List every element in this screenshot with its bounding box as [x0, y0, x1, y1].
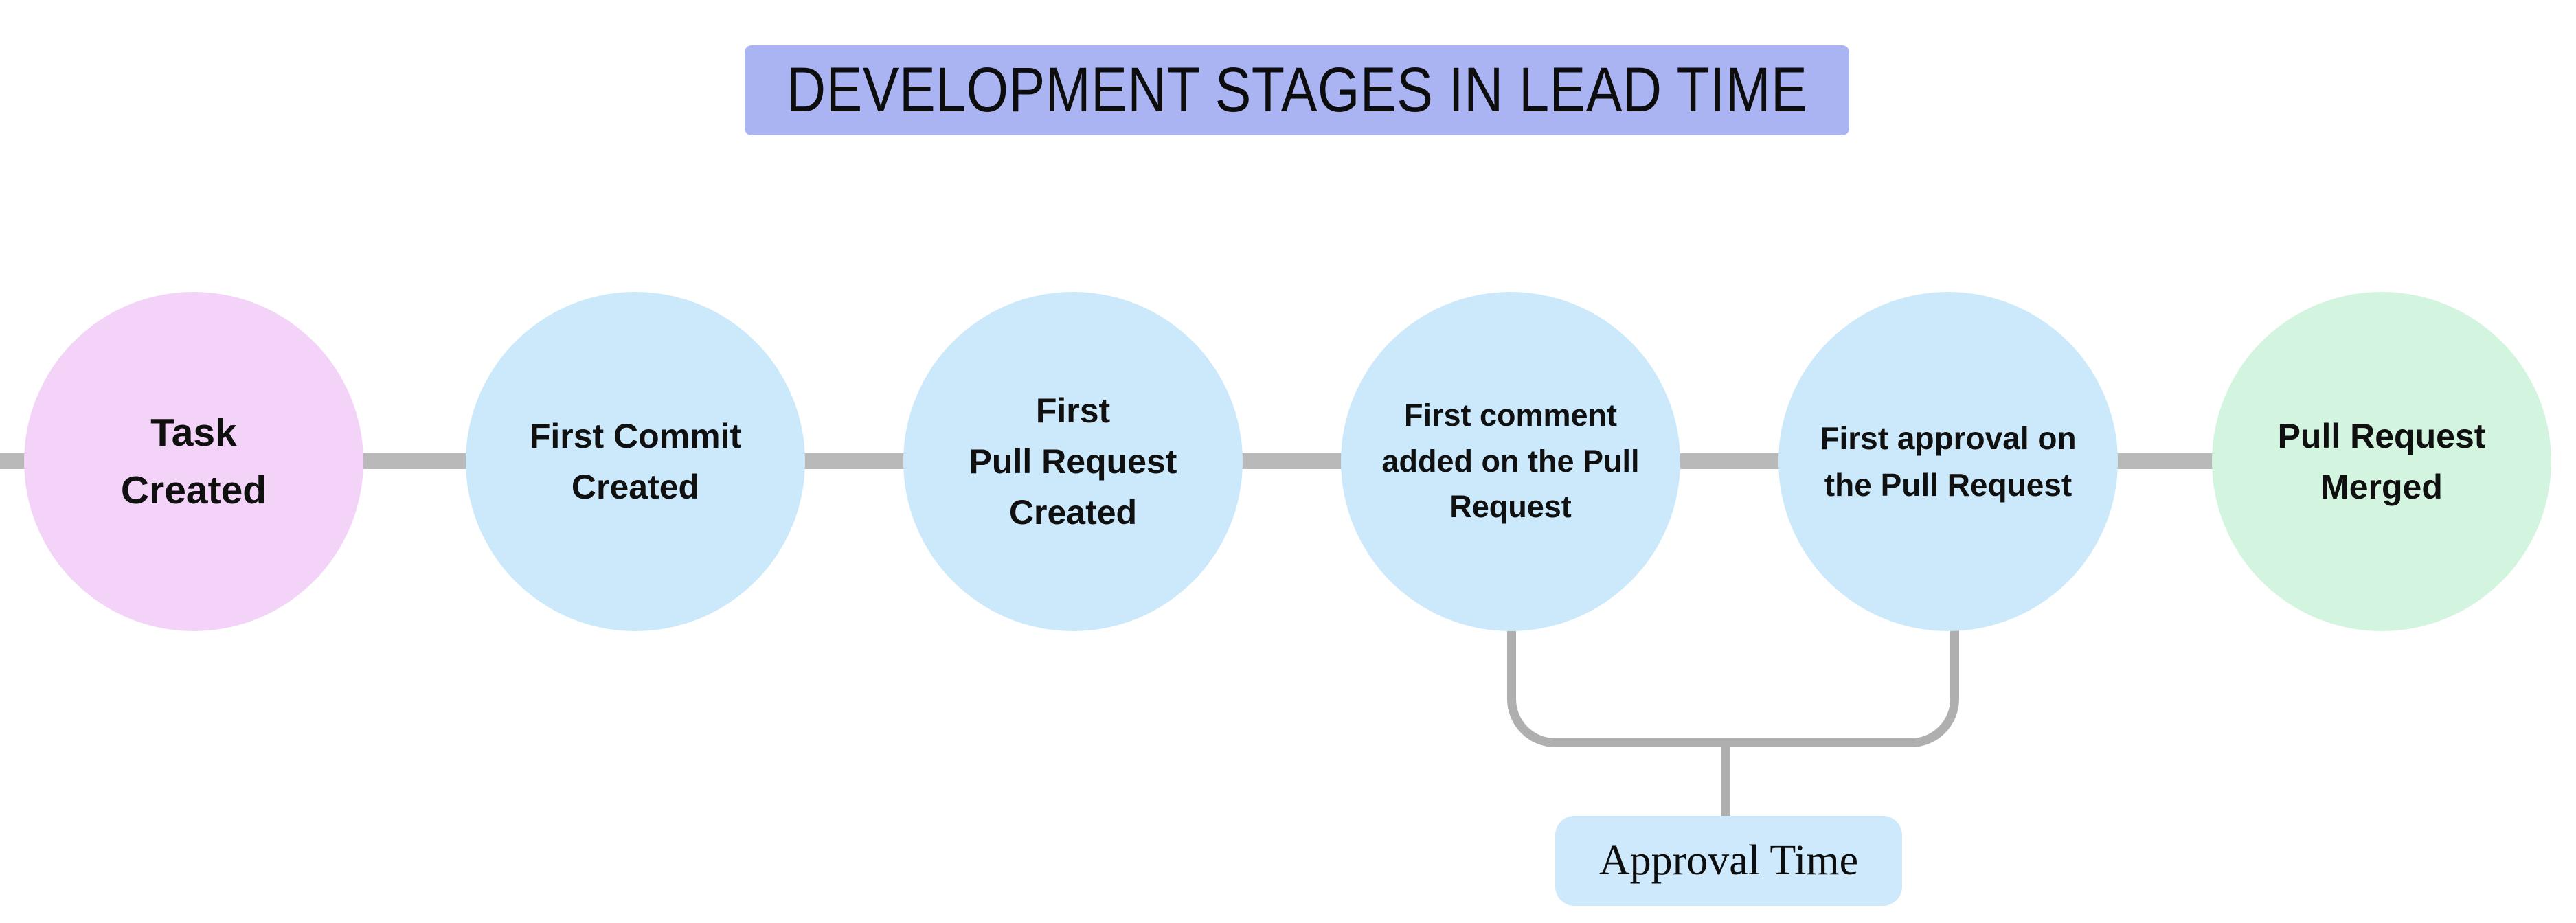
stage-label: First Commit Created: [529, 417, 742, 506]
stage-circle-first-approval: First approval on the Pull Request: [1778, 292, 2118, 631]
stage-label: First approval on the Pull Request: [1820, 420, 2077, 503]
approval-time-bracket: [1507, 626, 1959, 747]
approval-time-bracket-stem: [1721, 746, 1730, 817]
stage-circle-first-comment-added: First comment added on the Pull Request: [1341, 292, 1680, 631]
stage-circle-pull-request-merged: Pull Request Merged: [2212, 292, 2551, 631]
stage-circle-first-commit-created: First Commit Created: [466, 292, 805, 631]
page-title: DEVELOPMENT STAGES IN LEAD TIME: [786, 55, 1808, 125]
approval-time-label: Approval Time: [1598, 837, 1859, 884]
stage-label: Task Created: [120, 410, 267, 512]
stage-circle-task-created: Task Created: [24, 292, 363, 631]
approval-time-badge: Approval Time: [1555, 816, 1902, 906]
stage-label: First Pull Request Created: [969, 391, 1177, 532]
stage-label: Pull Request Merged: [2277, 417, 2486, 506]
title-banner: DEVELOPMENT STAGES IN LEAD TIME: [745, 45, 1849, 135]
stage-label: First comment added on the Pull Request: [1381, 398, 1640, 525]
stage-circle-first-pull-request-created: First Pull Request Created: [903, 292, 1243, 631]
